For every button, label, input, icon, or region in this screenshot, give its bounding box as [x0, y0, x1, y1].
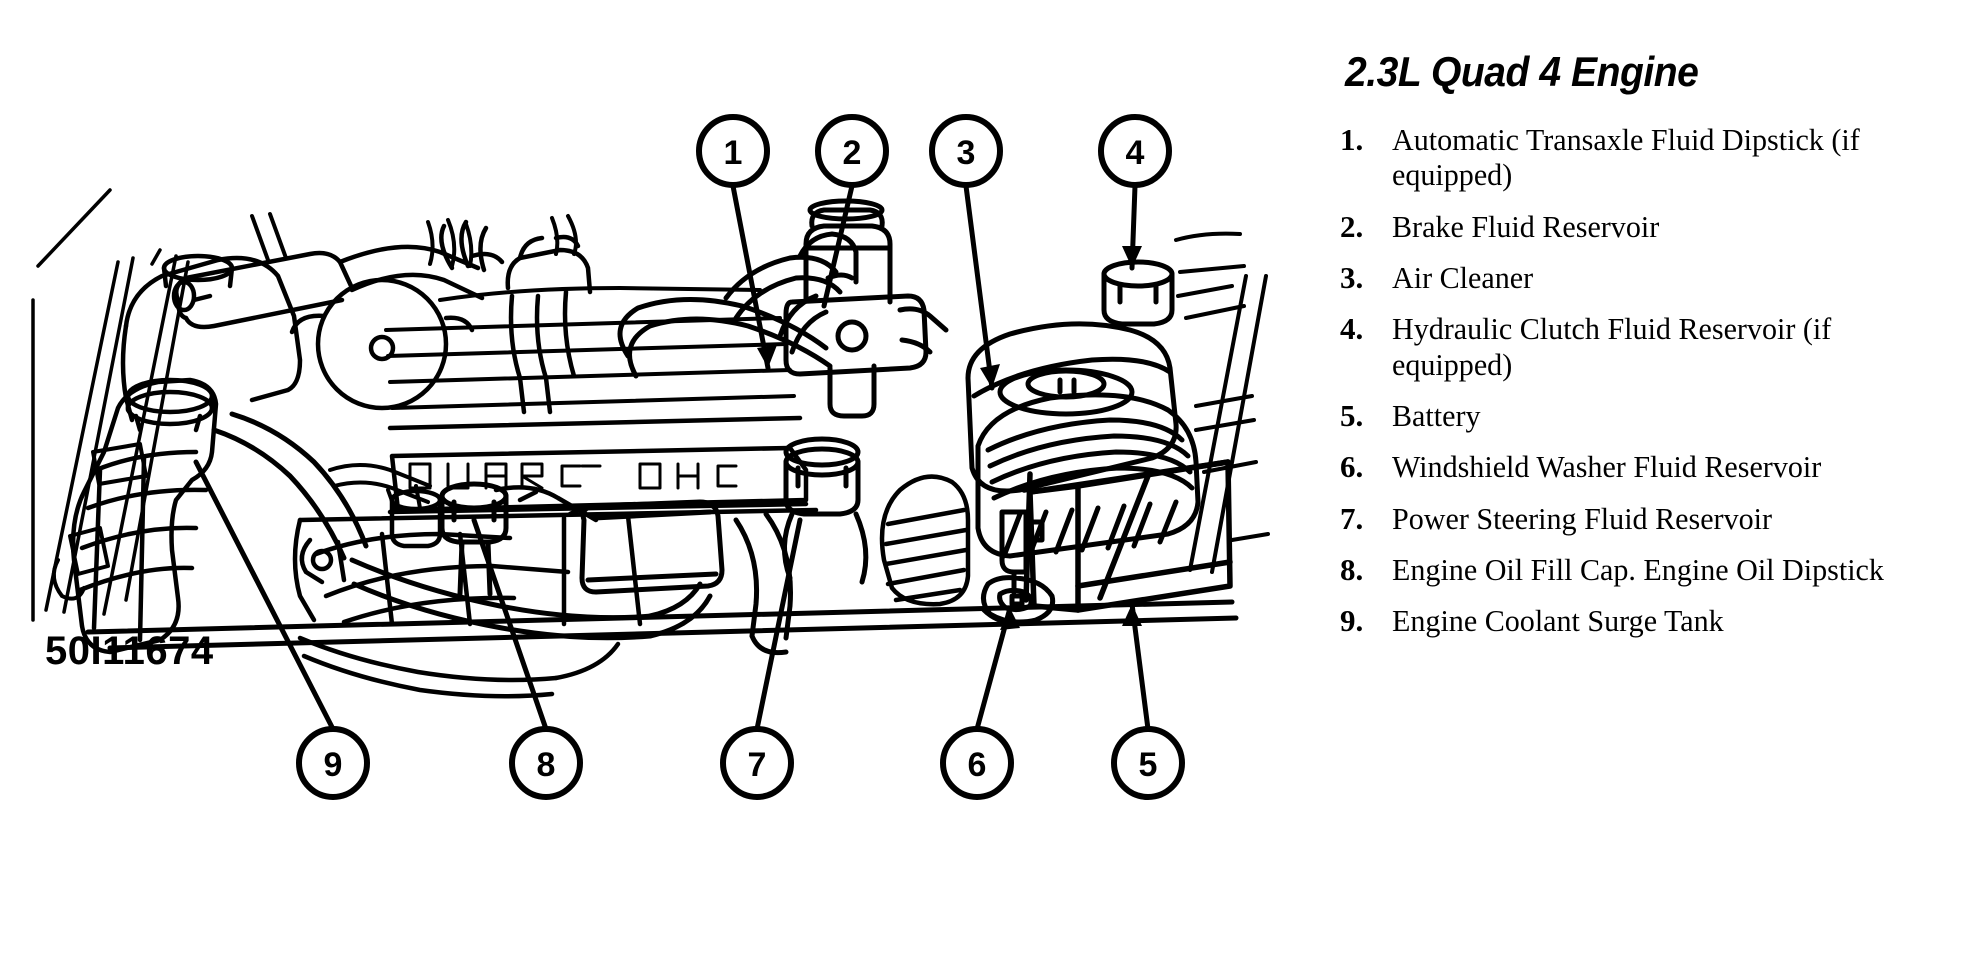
arrowhead-6: [1000, 608, 1020, 630]
small-canister: [389, 488, 443, 549]
leader-line-9: [193, 459, 336, 732]
callout-9[interactable]: 9: [296, 726, 370, 800]
legend-item-5: 5. Battery: [1340, 398, 1969, 433]
callout-8[interactable]: 8: [509, 726, 583, 800]
legend-item-6: 6. Windshield Washer Fluid Reservoir: [1340, 449, 1969, 484]
right-cowl-structure: [1176, 274, 1270, 574]
leader-line-1: [730, 183, 771, 371]
callout-circles: 1 2 3 4 5: [296, 114, 1185, 800]
surge-tank-hose: [211, 411, 369, 561]
legend-panel: 2.3L Quad 4 Engine 1. Automatic Transaxl…: [1296, 0, 1969, 958]
air-cleaner-housing: [965, 321, 1201, 559]
legend-item-5-number: 5.: [1340, 397, 1364, 433]
callout-1[interactable]: 1: [696, 114, 770, 188]
legend-item-6-label: Windshield Washer Fluid Reservoir: [1392, 449, 1822, 485]
radiator-hose-right: [733, 511, 793, 656]
legend-item-2-label: Brake Fluid Reservoir: [1392, 208, 1660, 244]
callout-5-number: 5: [1139, 746, 1158, 784]
ignition-coil-and-wires: [439, 219, 593, 415]
air-duct-upper: [171, 250, 355, 330]
callout-2-number: 2: [843, 134, 862, 172]
callout-7-number: 7: [748, 746, 767, 784]
legend-item-3-label: Air Cleaner: [1392, 259, 1534, 295]
leader-line-2: [821, 183, 855, 309]
legend-item-2-number: 2.: [1340, 208, 1364, 244]
arrowhead-3: [980, 364, 1000, 388]
legend-item-1-number: 1.: [1340, 122, 1364, 157]
legend-item-6-number: 6.: [1340, 449, 1364, 485]
arrowhead-4: [1122, 246, 1142, 268]
callout-arrowheads: [757, 246, 1142, 630]
leader-line-3: [963, 183, 995, 391]
legend-item-9-label: Engine Coolant Surge Tank: [1392, 603, 1724, 639]
legend-item-3: 3. Air Cleaner: [1340, 260, 1969, 295]
right-fender-lines: [1174, 231, 1246, 274]
washer-fluid-reservoir-body: [120, 253, 303, 423]
arrowhead-5: [1122, 604, 1142, 626]
valve-cover-lower: [579, 499, 725, 595]
legend-item-7-number: 7.: [1340, 500, 1364, 536]
legend-item-9-number: 9.: [1340, 603, 1364, 639]
engine-illustration: 1 2 3 4 5: [31, 114, 1270, 800]
callout-4[interactable]: 4: [1098, 114, 1172, 188]
legend-item-9: 9. Engine Coolant Surge Tank: [1340, 603, 1969, 638]
legend-item-8: 8. Engine Oil Fill Cap. Engine Oil Dipst…: [1340, 552, 1969, 587]
hood-edge: [250, 212, 578, 268]
legend-item-8-label: Engine Oil Fill Cap. Engine Oil Dipstick: [1392, 551, 1884, 587]
legend-item-3-number: 3.: [1340, 259, 1364, 295]
hydraulic-clutch-reservoir: [1101, 259, 1175, 327]
legend-item-5-label: Battery: [1392, 397, 1481, 433]
callout-3[interactable]: 3: [929, 114, 1003, 188]
callout-6-number: 6: [968, 746, 987, 784]
callout-6[interactable]: 6: [940, 726, 1014, 800]
lower-engine-transaxle: [292, 513, 643, 627]
callout-4-number: 4: [1126, 134, 1145, 172]
legend-item-4: 4. Hydraulic Clutch Fluid Reservoir (if …: [1340, 311, 1969, 382]
legend-list: 1. Automatic Transaxle Fluid Dipstick (i…: [1340, 122, 1969, 655]
leader-line-8: [471, 517, 549, 732]
intake-bellows: [879, 474, 971, 607]
callout-9-number: 9: [324, 746, 343, 784]
leader-line-7: [754, 517, 803, 732]
callout-2[interactable]: 2: [815, 114, 889, 188]
legend-title: 2.3L Quad 4 Engine: [1345, 48, 1699, 95]
hose-bundle-center: [297, 635, 621, 699]
legend-item-4-number: 4.: [1340, 311, 1364, 347]
figure-id-label: 50I11674: [45, 629, 214, 673]
arrowhead-1: [757, 345, 777, 368]
legend-item-7-label: Power Steering Fluid Reservoir: [1392, 500, 1773, 536]
callout-8-number: 8: [537, 746, 556, 784]
legend-item-4-label: Hydraulic Clutch Fluid Reservoir (if equ…: [1392, 311, 1832, 382]
callout-5[interactable]: 5: [1111, 726, 1185, 800]
legend-item-1: 1. Automatic Transaxle Fluid Dipstick (i…: [1340, 122, 1969, 193]
callout-3-number: 3: [957, 134, 976, 172]
legend-item-7: 7. Power Steering Fluid Reservoir: [1340, 501, 1969, 536]
battery: [1021, 459, 1233, 613]
callout-1-number: 1: [724, 134, 743, 172]
legend-item-2: 2. Brake Fluid Reservoir: [1340, 209, 1969, 244]
intake-manifold: [384, 286, 796, 410]
air-duct-right: [337, 244, 505, 301]
engine-oil-dipstick: [493, 485, 599, 523]
callout-7[interactable]: 7: [720, 726, 794, 800]
spark-plug-wire-loop: [617, 231, 859, 379]
legend-item-1-label: Automatic Transaxle Fluid Dipstick (if e…: [1392, 122, 1860, 193]
engine-compartment-line-art: 1 2 3 4 5: [31, 114, 1270, 800]
legend-item-8-number: 8.: [1340, 551, 1364, 587]
